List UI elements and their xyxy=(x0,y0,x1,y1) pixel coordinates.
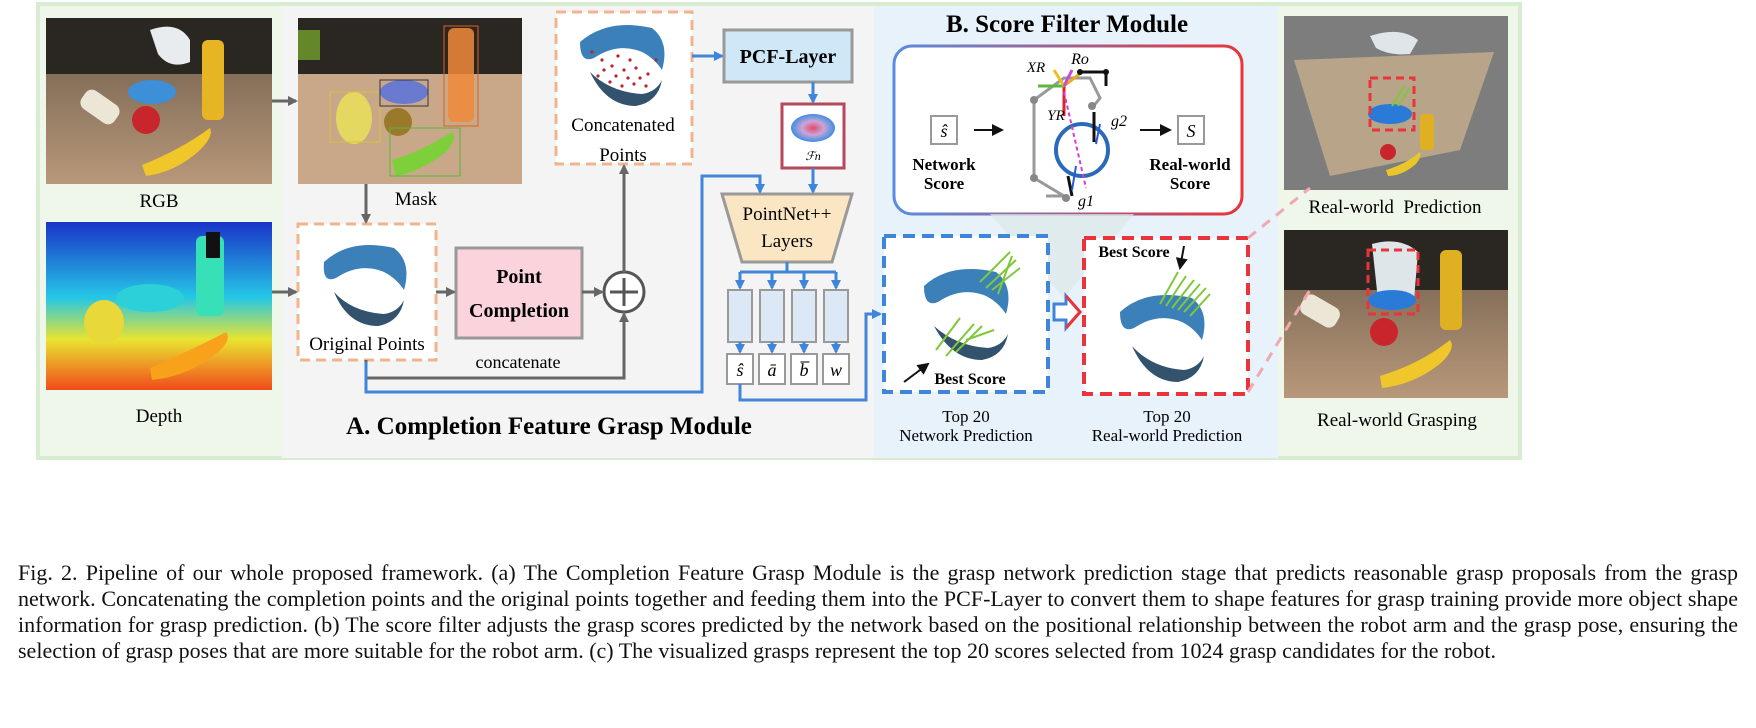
label-network-score-2: Score xyxy=(924,174,965,193)
projection-lines xyxy=(1246,186,1312,393)
original-points-cloud xyxy=(323,245,407,326)
label-rgb: RGB xyxy=(139,191,178,212)
label-point-completion-1: Point xyxy=(496,266,542,288)
best-score-arrow-realworld xyxy=(1175,245,1188,270)
module-b-title: B. Score Filter Module xyxy=(946,11,1188,38)
label-x-r: XR xyxy=(1026,60,1045,76)
label-y-r: YR xyxy=(1047,108,1065,124)
label-g2: g2 xyxy=(1111,113,1127,130)
label-concat-line1: Concatenated xyxy=(571,115,675,136)
label-output-w: w xyxy=(830,360,842,380)
label-realworld-grasping: Real-world Grasping xyxy=(1317,410,1477,431)
label-concatenate: concatenate xyxy=(476,352,561,372)
label-s: S xyxy=(1187,121,1196,141)
label-original-points: Original Points xyxy=(309,334,425,355)
label-best-score-realworld: Best Score xyxy=(1098,244,1169,261)
label-realworld-prediction: Real-world Prediction xyxy=(1308,197,1482,218)
robot-arm-sketch xyxy=(1030,69,1110,202)
realworld-grasping-image xyxy=(1284,230,1508,398)
realworld-prediction-image xyxy=(1284,16,1508,190)
pointnet-layers-box xyxy=(719,192,855,264)
concatenate-oplus xyxy=(602,270,646,314)
top20-network-box xyxy=(882,234,1050,394)
blue-arrows xyxy=(364,51,882,402)
label-best-score-network: Best Score xyxy=(934,371,1005,388)
label-g1: g1 xyxy=(1078,193,1094,210)
feature-fn-icon xyxy=(791,114,835,142)
s-box xyxy=(1177,115,1205,145)
label-mask: Mask xyxy=(395,189,438,210)
module-a-title: A. Completion Feature Grasp Module xyxy=(346,413,752,440)
label-top20-network-1: Top 20 xyxy=(942,407,989,426)
label-top20-realworld-1: Top 20 xyxy=(1143,407,1190,426)
label-pcf-layer: PCF-Layer xyxy=(740,46,837,68)
label-output-b: b̅ xyxy=(800,360,811,380)
output-labels-boxes xyxy=(726,353,850,385)
label-top20-realworld-2: Real-world Prediction xyxy=(1092,426,1243,445)
label-point-completion-2: Completion xyxy=(469,300,569,322)
best-score-arrow-network xyxy=(903,362,930,383)
label-r-o: Ro xyxy=(1070,51,1089,68)
label-concat-line2: Points xyxy=(599,145,647,166)
label-realworld-score-1: Real-world xyxy=(1149,155,1231,174)
label-realworld-score-2: Score xyxy=(1170,174,1211,193)
s-hat-box xyxy=(930,115,958,145)
pcf-layer-box xyxy=(722,28,854,84)
label-output-s: ŝ xyxy=(736,360,744,380)
network-prediction-cloud xyxy=(924,251,1021,360)
label-pointnet-2: Layers xyxy=(761,231,813,252)
figure-caption: Fig. 2. Pipeline of our whole proposed f… xyxy=(18,560,1738,663)
label-s-hat: ŝ xyxy=(940,121,948,141)
concatenated-points-cloud xyxy=(580,25,665,106)
realworld-prediction-cloud xyxy=(1120,271,1211,382)
transition-arrow-accent xyxy=(1064,295,1082,329)
rgb-image xyxy=(46,18,272,184)
depth-image xyxy=(46,222,272,390)
label-output-a: ā xyxy=(768,360,777,380)
label-depth: Depth xyxy=(136,406,183,427)
point-completion-box xyxy=(454,246,584,340)
label-feature-fn: ℱn xyxy=(805,149,820,163)
label-top20-network-2: Network Prediction xyxy=(899,426,1033,445)
mask-image xyxy=(298,18,522,184)
label-network-score-1: Network xyxy=(912,155,976,174)
label-pointnet-1: PointNet++ xyxy=(743,204,832,225)
